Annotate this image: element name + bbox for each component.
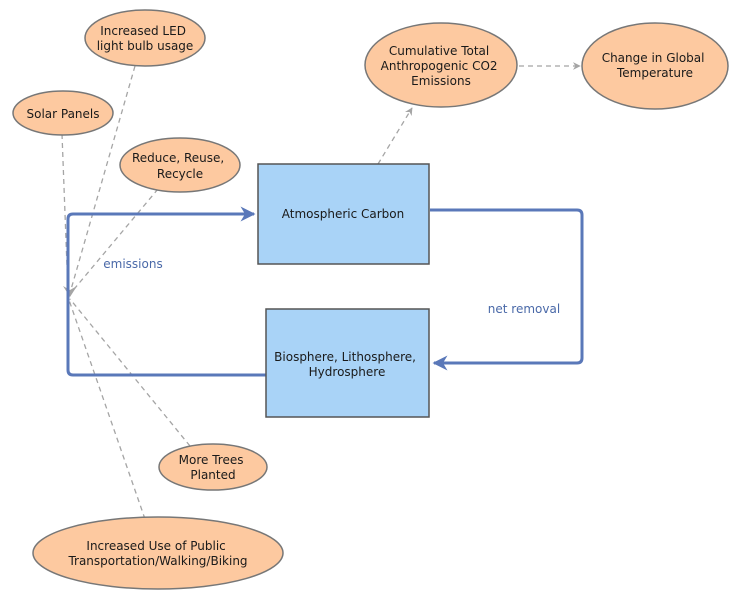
cumulative-emissions-node: Cumulative Total Anthropogenic CO2 Emiss… (364, 22, 518, 108)
led-label-line-2: light bulb usage (97, 39, 194, 53)
svg-text:Increased LED light bulb: Increased LED light bulb usage (97, 24, 194, 53)
svg-text:Change in Global Tempera: Change in Global Temperature (602, 51, 709, 80)
temperature-label-line-1: Change in Global (602, 51, 705, 65)
edge-net-removal-flow (430, 208, 584, 371)
public-transport-node: Increased Use of Public Transportation/W… (32, 516, 284, 590)
cumulative-label-line-3: Emissions (411, 74, 471, 88)
trees-label-line-2: Planted (190, 468, 235, 482)
trees-label-line-1: More Trees (179, 453, 244, 467)
reduce-label-line-1: Reduce, Reuse, (132, 151, 224, 165)
biosphere-label-line-1: Biosphere, Lithosphere, (274, 350, 416, 364)
svg-text:Biosphere, Lithosphere,: Biosphere, Lithosphere, Hydrosphere (274, 350, 420, 379)
transport-label-line-1: Increased Use of Public (86, 539, 225, 553)
atmospheric-carbon-label: Atmospheric Carbon (282, 207, 405, 221)
svg-text:Increased Use of Public: Increased Use of Public Transportation/W… (67, 539, 247, 568)
svg-text:Atmospheric Carbon: Atmospheric Carbon (282, 207, 405, 221)
svg-text:Cumulative Total Anthrop: Cumulative Total Anthropogenic CO2 Emiss… (381, 44, 502, 88)
solar-panels-label: Solar Panels (26, 107, 99, 121)
net-removal-label: net removal (488, 302, 560, 316)
edge-emissions-flow (66, 206, 266, 377)
svg-text:Reduce, Reuse, Recycle: Reduce, Reuse, Recycle (132, 151, 228, 181)
transport-label-line-2: Transportation/Walking/Biking (67, 554, 247, 568)
emissions-junction-arrowhead (63, 286, 77, 297)
solar-panels-node: Solar Panels (12, 90, 114, 136)
atmospheric-carbon-box: Atmospheric Carbon (257, 163, 430, 265)
reduce-reuse-recycle-node: Reduce, Reuse, Recycle (119, 137, 241, 193)
edge-reduce-to-emissions (69, 188, 159, 295)
cumulative-label-line-2: Anthropogenic CO2 (381, 59, 498, 73)
cumulative-label-line-1: Cumulative Total (389, 44, 489, 58)
global-temperature-node: Change in Global Temperature (581, 22, 729, 110)
led-label-line-1: Increased LED (100, 24, 186, 38)
dashed-connectors (61, 62, 581, 520)
edge-led-to-emissions (69, 65, 136, 294)
more-trees-node: More Trees Planted (158, 443, 268, 491)
biosphere-box: Biosphere, Lithosphere, Hydrosphere (265, 308, 430, 418)
temperature-label-line-2: Temperature (616, 66, 693, 80)
led-node: Increased LED light bulb usage (84, 9, 206, 67)
reduce-label-line-2: Recycle (157, 167, 203, 181)
svg-text:Solar Panels: Solar Panels (26, 107, 99, 121)
emissions-label: emissions (103, 257, 162, 271)
svg-text:More Trees Planted: More Trees Planted (179, 453, 248, 482)
carbon-cycle-loop (66, 206, 584, 377)
edge-atmospheric-to-cumulative (377, 107, 413, 165)
biosphere-label-line-2: Hydrosphere (309, 365, 386, 379)
edge-trees-to-emissions (69, 298, 191, 447)
edge-transport-to-emissions (68, 299, 146, 520)
